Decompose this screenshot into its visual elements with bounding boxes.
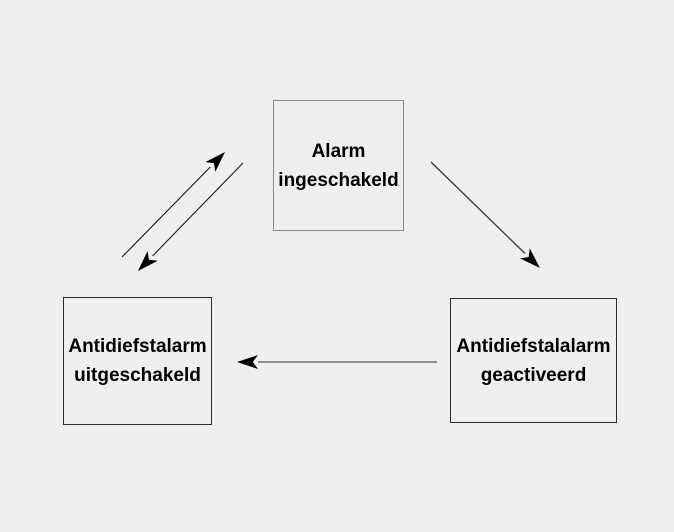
state-alarm-disarmed: Antidiefstalarm uitgeschakeld [63, 297, 212, 425]
arrow-armed-to-triggered [430, 161, 540, 269]
state-alarm-triggered-label-line2: geactiveerd [480, 364, 587, 386]
state-alarm-armed: Alarm ingeschakeld [273, 100, 404, 231]
arrow-armed-to-disarmed [137, 162, 244, 271]
state-alarm-triggered-label-line1: Antidiefstalalarm [456, 335, 611, 357]
state-alarm-armed-label-line1: Alarm [311, 140, 366, 162]
state-alarm-disarmed-label-line1: Antidiefstalarm [68, 336, 207, 357]
state-alarm-triggered: Antidiefstalalarm geactiveerd [450, 298, 617, 423]
state-alarm-disarmed-label-line2: uitgeschakeld [74, 365, 201, 386]
state-alarm-armed-label-line2: ingeschakeld [278, 169, 399, 191]
arrow-disarmed-to-armed [121, 152, 226, 258]
